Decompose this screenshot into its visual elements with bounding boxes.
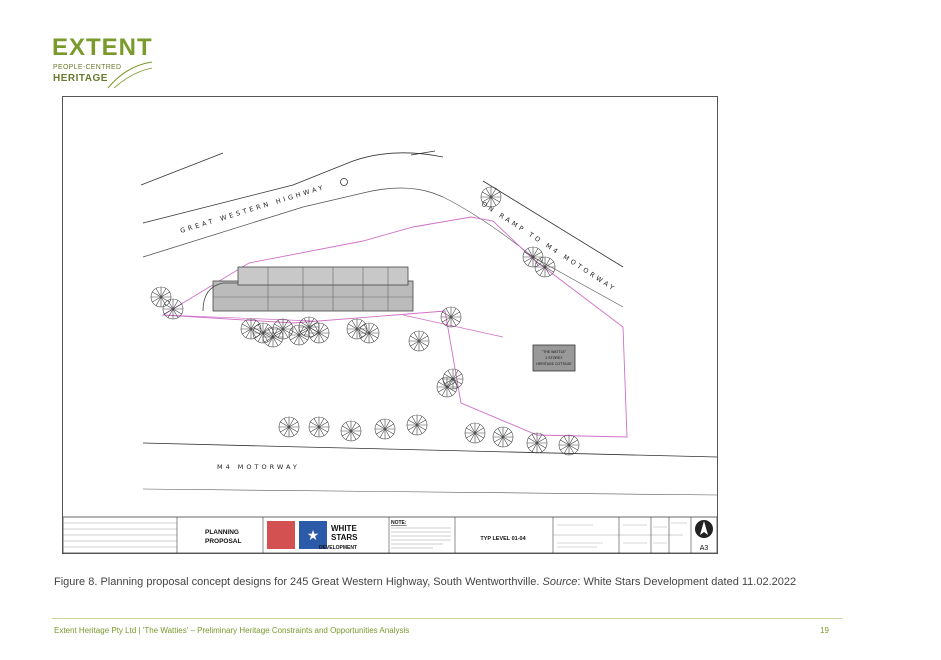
svg-text:DEVELOPMENT: DEVELOPMENT xyxy=(319,545,357,551)
figure-caption: Figure 8. Planning proposal concept desi… xyxy=(54,576,796,588)
svg-text:2 STOREY: 2 STOREY xyxy=(545,356,563,360)
footer-divider xyxy=(52,618,842,619)
svg-text:A3: A3 xyxy=(700,545,709,552)
svg-text:PROPOSAL: PROPOSAL xyxy=(205,538,242,545)
trees xyxy=(150,186,580,456)
footer-text: Extent Heritage Pty Ltd | 'The Watties' … xyxy=(54,626,410,635)
site-plan-drawing: GREAT WESTERN HIGHWAY ON RAMP TO M4 MOTO… xyxy=(62,96,718,554)
page-number: 19 xyxy=(820,626,829,635)
svg-text:HERITAGE COTTAGE: HERITAGE COTTAGE xyxy=(536,362,572,366)
svg-text:NOTE:: NOTE: xyxy=(391,520,407,526)
road-label-on-ramp: ON RAMP TO M4 MOTORWAY xyxy=(480,200,618,294)
svg-text:"THE WATTLE": "THE WATTLE" xyxy=(542,350,567,354)
logo-wordmark: EXTENT xyxy=(52,34,153,61)
svg-text:TYP LEVEL 01-04: TYP LEVEL 01-04 xyxy=(480,536,526,542)
caption-source-label: Source xyxy=(542,576,578,588)
heritage-cottage xyxy=(532,344,576,372)
logo-tagline: PEOPLE-CENTRED xyxy=(53,64,122,71)
svg-text:★: ★ xyxy=(307,527,320,543)
extent-logo: EXTENT PEOPLE-CENTRED HERITAGE xyxy=(52,36,162,92)
svg-text:WHITE: WHITE xyxy=(331,524,357,533)
logo-heritage: HERITAGE xyxy=(53,73,108,84)
logo-swoosh-icon xyxy=(107,61,153,89)
caption-suffix: : White Stars Development dated 11.02.20… xyxy=(577,576,797,588)
caption-prefix: Figure 8. Planning proposal concept desi… xyxy=(54,576,543,588)
title-block: PLANNING PROPOSAL ★ WHITE STARS DEVELOPM… xyxy=(63,516,717,553)
svg-text:STARS: STARS xyxy=(331,533,358,542)
road-label-m4: M4 MOTORWAY xyxy=(217,463,300,471)
road-label-great-western: GREAT WESTERN HIGHWAY xyxy=(179,183,326,235)
site-plan-svg: GREAT WESTERN HIGHWAY ON RAMP TO M4 MOTO… xyxy=(63,150,717,553)
svg-text:PLANNING: PLANNING xyxy=(205,529,239,536)
